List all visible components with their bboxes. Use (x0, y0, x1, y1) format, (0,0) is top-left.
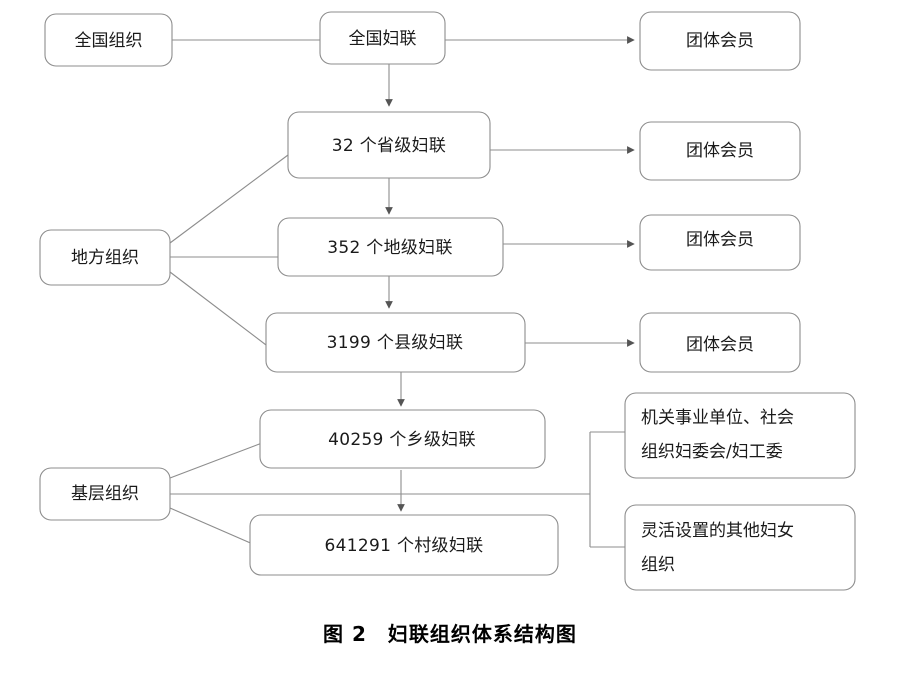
level-township-rect (259, 409, 546, 469)
member-2-label: 团体会员 (686, 230, 754, 250)
grassroots-unit-0-line-2: 组织妇委会/妇工委 (641, 442, 783, 462)
level-acwf-label: 全国妇联 (349, 29, 417, 49)
level-county-label: 3199 个县级妇联 (327, 333, 464, 353)
figure-caption: 图 2 妇联组织体系结构图 (323, 622, 577, 646)
level-county-rect (265, 312, 526, 373)
grassroots-unit-box-1[interactable]: 灵活设置的其他妇女 组织 (624, 504, 856, 591)
level-prefecture-label: 352 个地级妇联 (327, 238, 453, 258)
level-township-label: 40259 个乡级妇联 (328, 430, 476, 450)
member-3-label: 团体会员 (686, 335, 754, 355)
member-box-1[interactable]: 团体会员 (639, 121, 801, 181)
connector-grassroots-to-township (169, 442, 263, 479)
level-village-label: 641291 个村级妇联 (325, 536, 484, 556)
category-local-label: 地方组织 (71, 248, 139, 268)
member-0-label: 团体会员 (686, 31, 754, 51)
member-box-3[interactable]: 团体会员 (639, 312, 801, 373)
grassroots-unit-1-rect (624, 504, 856, 591)
category-national-label: 全国组织 (75, 31, 143, 51)
connector-local-to-province (169, 154, 289, 244)
member-1-label: 团体会员 (686, 141, 754, 161)
level-box-county[interactable]: 3199 个县级妇联 (265, 312, 526, 373)
grassroots-unit-0-rect (624, 392, 856, 479)
connector-grassroots-to-village (169, 507, 256, 546)
category-national-rect (44, 13, 173, 67)
level-box-village[interactable]: 641291 个村级妇联 (249, 514, 559, 576)
level-province-rect (287, 111, 491, 179)
level-province-label: 32 个省级妇联 (332, 136, 446, 156)
category-grassroots-label: 基层组织 (71, 484, 139, 504)
level-box-township[interactable]: 40259 个乡级妇联 (259, 409, 546, 469)
level-acwf-rect (319, 11, 446, 65)
grassroots-unit-0-line-1: 机关事业单位、社会 (641, 408, 794, 428)
member-1-rect (639, 121, 801, 181)
level-box-province[interactable]: 32 个省级妇联 (287, 111, 491, 179)
member-0-rect (639, 11, 801, 71)
category-box-local[interactable]: 地方组织 (39, 229, 171, 286)
category-local-rect (39, 229, 171, 286)
grassroots-unit-1-line-1: 灵活设置的其他妇女 (641, 521, 794, 541)
category-box-grassroots[interactable]: 基层组织 (39, 467, 171, 521)
category-grassroots-rect (39, 467, 171, 521)
member-3-rect (639, 312, 801, 373)
level-village-rect (249, 514, 559, 576)
grassroots-unit-1-line-2: 组织 (641, 555, 675, 575)
member-box-0[interactable]: 团体会员 (639, 11, 801, 71)
member-box-2[interactable]: 团体会员 (639, 214, 801, 271)
level-prefecture-rect (277, 217, 504, 277)
level-box-acwf[interactable]: 全国妇联 (319, 11, 446, 65)
category-box-national[interactable]: 全国组织 (44, 13, 173, 67)
level-box-prefecture[interactable]: 352 个地级妇联 (277, 217, 504, 277)
connector-local-to-county (169, 271, 271, 349)
grassroots-unit-box-0[interactable]: 机关事业单位、社会 组织妇委会/妇工委 (624, 392, 856, 479)
member-2-rect (639, 214, 801, 271)
